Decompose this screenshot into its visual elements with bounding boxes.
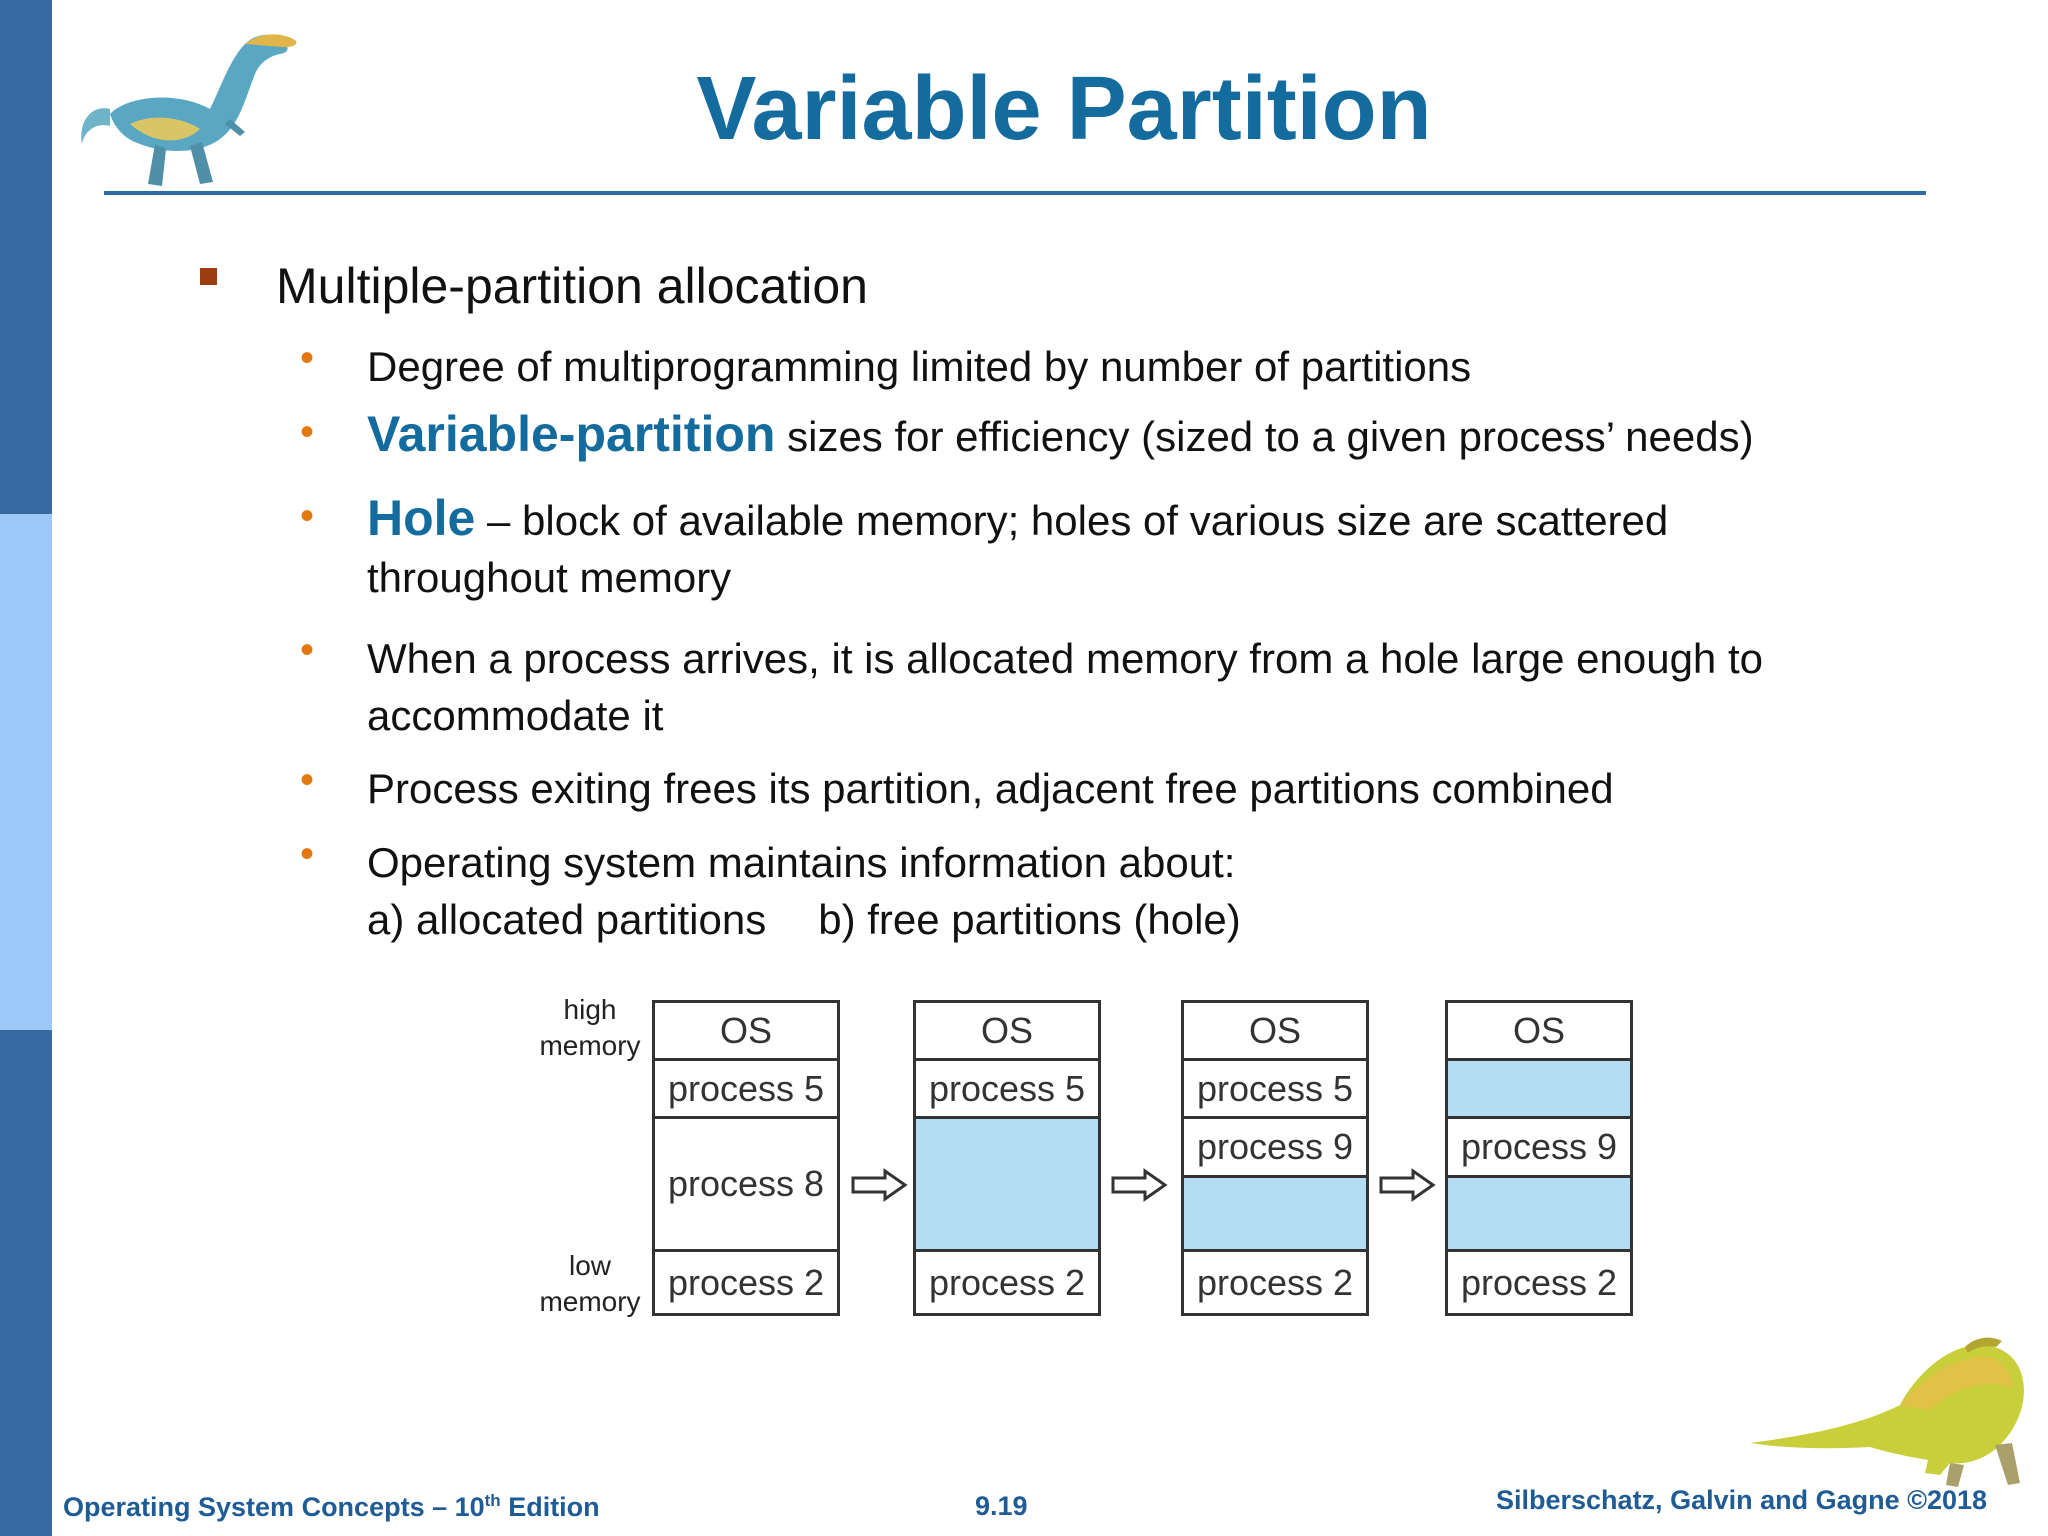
bullet-dot-icon: • (300, 336, 315, 380)
bullet-dot-icon: • (300, 758, 315, 802)
memory-block: process 2 (652, 1249, 840, 1316)
high-label-line2: memory (539, 1030, 641, 1061)
bullet-text-continued: a) allocated partitions (367, 896, 767, 943)
memory-block-os: OS (1181, 1000, 1369, 1061)
memory-block: process 5 (913, 1058, 1101, 1119)
low-label-line1: low (568, 1250, 611, 1281)
side-stripe-middle (0, 514, 52, 1030)
bullet-text-continued: throughout memory (367, 554, 732, 601)
bullet-text: Operating system maintains information a… (367, 839, 1236, 886)
bullet-dot-icon: • (300, 832, 315, 876)
right-arrow-icon (1379, 1168, 1436, 1202)
dinosaur-logo-icon (81, 34, 297, 186)
footer-book-title-text: Operating System Concepts – 10 (63, 1492, 485, 1522)
high-memory-label: high memory (530, 992, 650, 1064)
memory-hole (913, 1116, 1101, 1252)
memory-hole (1445, 1175, 1633, 1252)
right-arrow-icon (1111, 1168, 1168, 1202)
footer-book-title: Operating System Concepts – 10th Edition (63, 1491, 600, 1523)
low-label-line2: memory (539, 1286, 641, 1317)
right-arrow-icon (851, 1168, 908, 1202)
bullet-text: Degree of multiprogramming limited by nu… (367, 343, 1472, 390)
bullet-text: – block of available memory; holes of va… (475, 497, 1669, 544)
memory-block: process 8 (652, 1116, 840, 1252)
footer-superscript: th (484, 1491, 501, 1510)
bullet-text-continued: accommodate it (367, 692, 664, 739)
slide-number: 9.19 (975, 1491, 1028, 1521)
memory-block: process 2 (1445, 1249, 1633, 1316)
memory-block: process 9 (1445, 1116, 1633, 1178)
bullet-dot-icon: • (300, 494, 315, 538)
highlighted-term: Hole (367, 490, 476, 546)
memory-block: process 5 (652, 1058, 840, 1119)
memory-hole (1445, 1058, 1633, 1119)
footer-authors: Silberschatz, Galvin and Gagne ©2018 (1496, 1485, 1988, 1515)
side-stripe-bottom (0, 1030, 52, 1536)
bullet-text: sizes for efficiency (sized to a given p… (775, 413, 1754, 460)
footer-book-title-end: Edition (500, 1492, 600, 1522)
memory-block: process 5 (1181, 1058, 1369, 1119)
title-underline (104, 191, 1926, 195)
low-memory-label: low memory (530, 1248, 650, 1320)
page-title: Variable Partition (696, 59, 1432, 159)
highlighted-term: Variable-partition (367, 406, 776, 462)
bullet-dot-icon: • (300, 410, 315, 454)
memory-block: process 2 (913, 1249, 1101, 1316)
dinosaur-mascot-icon (1750, 1337, 2024, 1487)
bullet-dot-icon: • (300, 628, 315, 672)
bullet-text: When a process arrives, it is allocated … (367, 635, 1763, 682)
high-label-line1: high (563, 994, 617, 1025)
memory-block-os: OS (1445, 1000, 1633, 1061)
bullet-text: Process exiting frees its partition, adj… (367, 765, 1614, 812)
side-stripe-top (0, 0, 52, 514)
memory-hole (1181, 1175, 1369, 1252)
main-point: Multiple-partition allocation (276, 258, 868, 314)
square-bullet-icon (200, 268, 217, 285)
bullet-text-continued: b) free partitions (hole) (818, 896, 1241, 943)
memory-block-os: OS (652, 1000, 840, 1061)
memory-block-os: OS (913, 1000, 1101, 1061)
memory-block: process 9 (1181, 1116, 1369, 1178)
memory-block: process 2 (1181, 1249, 1369, 1316)
